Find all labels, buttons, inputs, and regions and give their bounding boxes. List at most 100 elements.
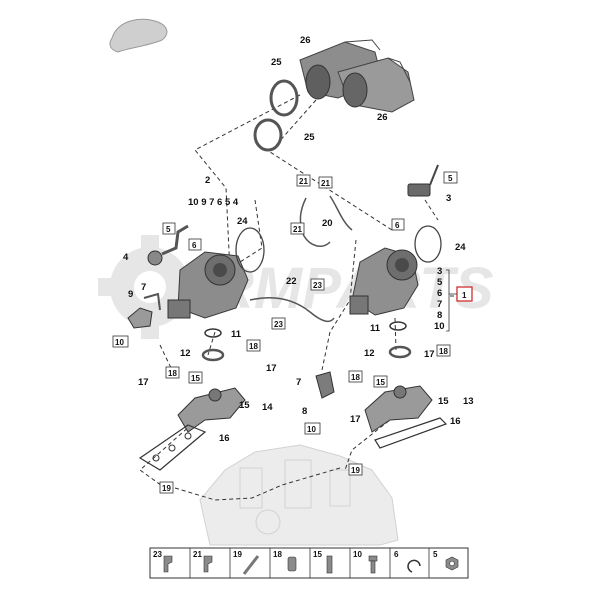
svg-text:21: 21 bbox=[293, 225, 302, 234]
turbocharger-left bbox=[167, 251, 249, 319]
v-band-clamp-upper bbox=[269, 79, 299, 117]
callout-17: 17 bbox=[350, 414, 361, 425]
callout-box-21: 21 bbox=[290, 222, 305, 235]
callout-box-19: 19 bbox=[348, 463, 363, 476]
svg-text:23: 23 bbox=[313, 281, 322, 290]
v-band-clamp-lower bbox=[253, 118, 283, 152]
engine-block-illustration bbox=[199, 444, 399, 546]
callout-12: 12 bbox=[180, 348, 191, 359]
nut-icon bbox=[445, 556, 459, 571]
temperature-sensor-part bbox=[315, 371, 335, 399]
callout-26: 26 bbox=[377, 112, 388, 123]
callout-box-19: 19 bbox=[159, 481, 174, 494]
svg-text:10: 10 bbox=[307, 425, 316, 434]
svg-text:21: 21 bbox=[299, 177, 308, 186]
callout-box-6: 6 bbox=[391, 218, 405, 231]
callout-box-15: 15 bbox=[188, 371, 203, 384]
callout-box-18: 18 bbox=[246, 339, 261, 352]
clip-icon bbox=[163, 555, 213, 573]
svg-text:5: 5 bbox=[166, 225, 171, 234]
bracket-part-left bbox=[127, 292, 161, 329]
callout-7: 7 bbox=[141, 282, 146, 293]
hose-icon bbox=[242, 555, 260, 575]
callout-24: 24 bbox=[237, 216, 248, 227]
callout-24: 24 bbox=[455, 242, 466, 253]
callout-7: 7 bbox=[437, 299, 442, 310]
callout-box-6: 6 bbox=[188, 238, 202, 251]
callout-labels: 26 25 25 26 3 2 10 9 7 6 5 4 20 24 24 4 … bbox=[123, 35, 474, 444]
callout-7: 7 bbox=[296, 377, 301, 388]
leader-lines bbox=[139, 94, 458, 501]
gasket-ring-right bbox=[414, 225, 442, 263]
svg-text:15: 15 bbox=[191, 374, 200, 383]
group-bracket bbox=[446, 269, 457, 332]
callout-10: 10 bbox=[434, 321, 445, 332]
callout-box-18: 18 bbox=[436, 344, 451, 357]
callout-box-21: 21 bbox=[318, 176, 333, 189]
sealing-ring-left bbox=[204, 328, 222, 338]
callout-6: 6 bbox=[437, 288, 442, 299]
callout-box-10: 10 bbox=[112, 335, 129, 348]
legend-label-15: 15 bbox=[313, 550, 322, 559]
callout-2: 2 bbox=[205, 175, 210, 186]
callout-17: 17 bbox=[138, 377, 149, 388]
callout-3: 3 bbox=[437, 266, 442, 277]
sensor-cable-part bbox=[249, 195, 353, 323]
callout-26: 26 bbox=[300, 35, 311, 46]
callout-5: 5 bbox=[437, 277, 443, 288]
callout-15: 15 bbox=[239, 400, 250, 411]
stud-icon bbox=[326, 555, 333, 574]
clamp-part-left bbox=[201, 348, 225, 362]
callout-12: 12 bbox=[364, 348, 375, 359]
svg-text:19: 19 bbox=[351, 466, 360, 475]
callout-14: 14 bbox=[262, 402, 273, 413]
callout-3: 3 bbox=[446, 193, 451, 204]
callout-8: 8 bbox=[302, 406, 307, 417]
oil-line-fitting-part bbox=[147, 224, 189, 266]
callout-25: 25 bbox=[304, 132, 315, 143]
exhaust-manifold-right bbox=[364, 385, 433, 433]
legend-label-23: 23 bbox=[153, 550, 162, 559]
callout-box-5: 5 bbox=[162, 222, 176, 235]
legend-label-6: 6 bbox=[394, 550, 399, 559]
exhaust-manifold-left bbox=[177, 387, 246, 433]
svg-text:15: 15 bbox=[376, 378, 385, 387]
sealing-ring-right bbox=[389, 321, 407, 331]
svg-text:23: 23 bbox=[274, 320, 283, 329]
vehicle-thumbnail-icon bbox=[109, 18, 168, 53]
callout-4: 4 bbox=[123, 252, 129, 263]
callout-25: 25 bbox=[271, 57, 282, 68]
legend-label-5: 5 bbox=[433, 550, 438, 559]
svg-text:5: 5 bbox=[448, 174, 453, 183]
callout-box-18: 18 bbox=[348, 370, 363, 383]
svg-text:18: 18 bbox=[249, 342, 258, 351]
callout-11: 11 bbox=[370, 323, 381, 334]
manifold-gasket-right bbox=[374, 417, 448, 449]
callout-20: 20 bbox=[322, 218, 333, 229]
callout-box-23: 23 bbox=[271, 317, 286, 330]
bolt-icon bbox=[368, 555, 378, 574]
callout-group-left: 10 9 7 6 5 4 bbox=[188, 197, 239, 208]
callout-22: 22 bbox=[286, 276, 297, 287]
legend-label-18: 18 bbox=[273, 550, 282, 559]
callout-11: 11 bbox=[231, 329, 242, 340]
svg-text:19: 19 bbox=[162, 484, 171, 493]
svg-text:6: 6 bbox=[395, 221, 400, 230]
oxygen-sensor-part bbox=[407, 164, 439, 197]
svg-text:18: 18 bbox=[351, 373, 360, 382]
svg-text:10: 10 bbox=[115, 338, 124, 347]
callout-8: 8 bbox=[437, 310, 442, 321]
svg-text:6: 6 bbox=[192, 241, 197, 250]
callout-17: 17 bbox=[266, 363, 277, 374]
callout-17: 17 bbox=[424, 349, 435, 360]
boxed-callouts: 5 21 21 21 6 5 6 23 23 1 10 18 18 18 15 … bbox=[112, 171, 473, 494]
legend-label-19: 19 bbox=[233, 550, 242, 559]
parts-legend: 23 21 19 18 15 10 6 5 bbox=[149, 547, 469, 579]
callout-9: 9 bbox=[128, 289, 133, 300]
callout-box-23: 23 bbox=[310, 278, 325, 291]
legend-label-10: 10 bbox=[353, 550, 362, 559]
turbocharger-right bbox=[349, 247, 419, 316]
catalytic-converter-lower bbox=[337, 57, 415, 113]
callout-box-15: 15 bbox=[373, 375, 388, 388]
